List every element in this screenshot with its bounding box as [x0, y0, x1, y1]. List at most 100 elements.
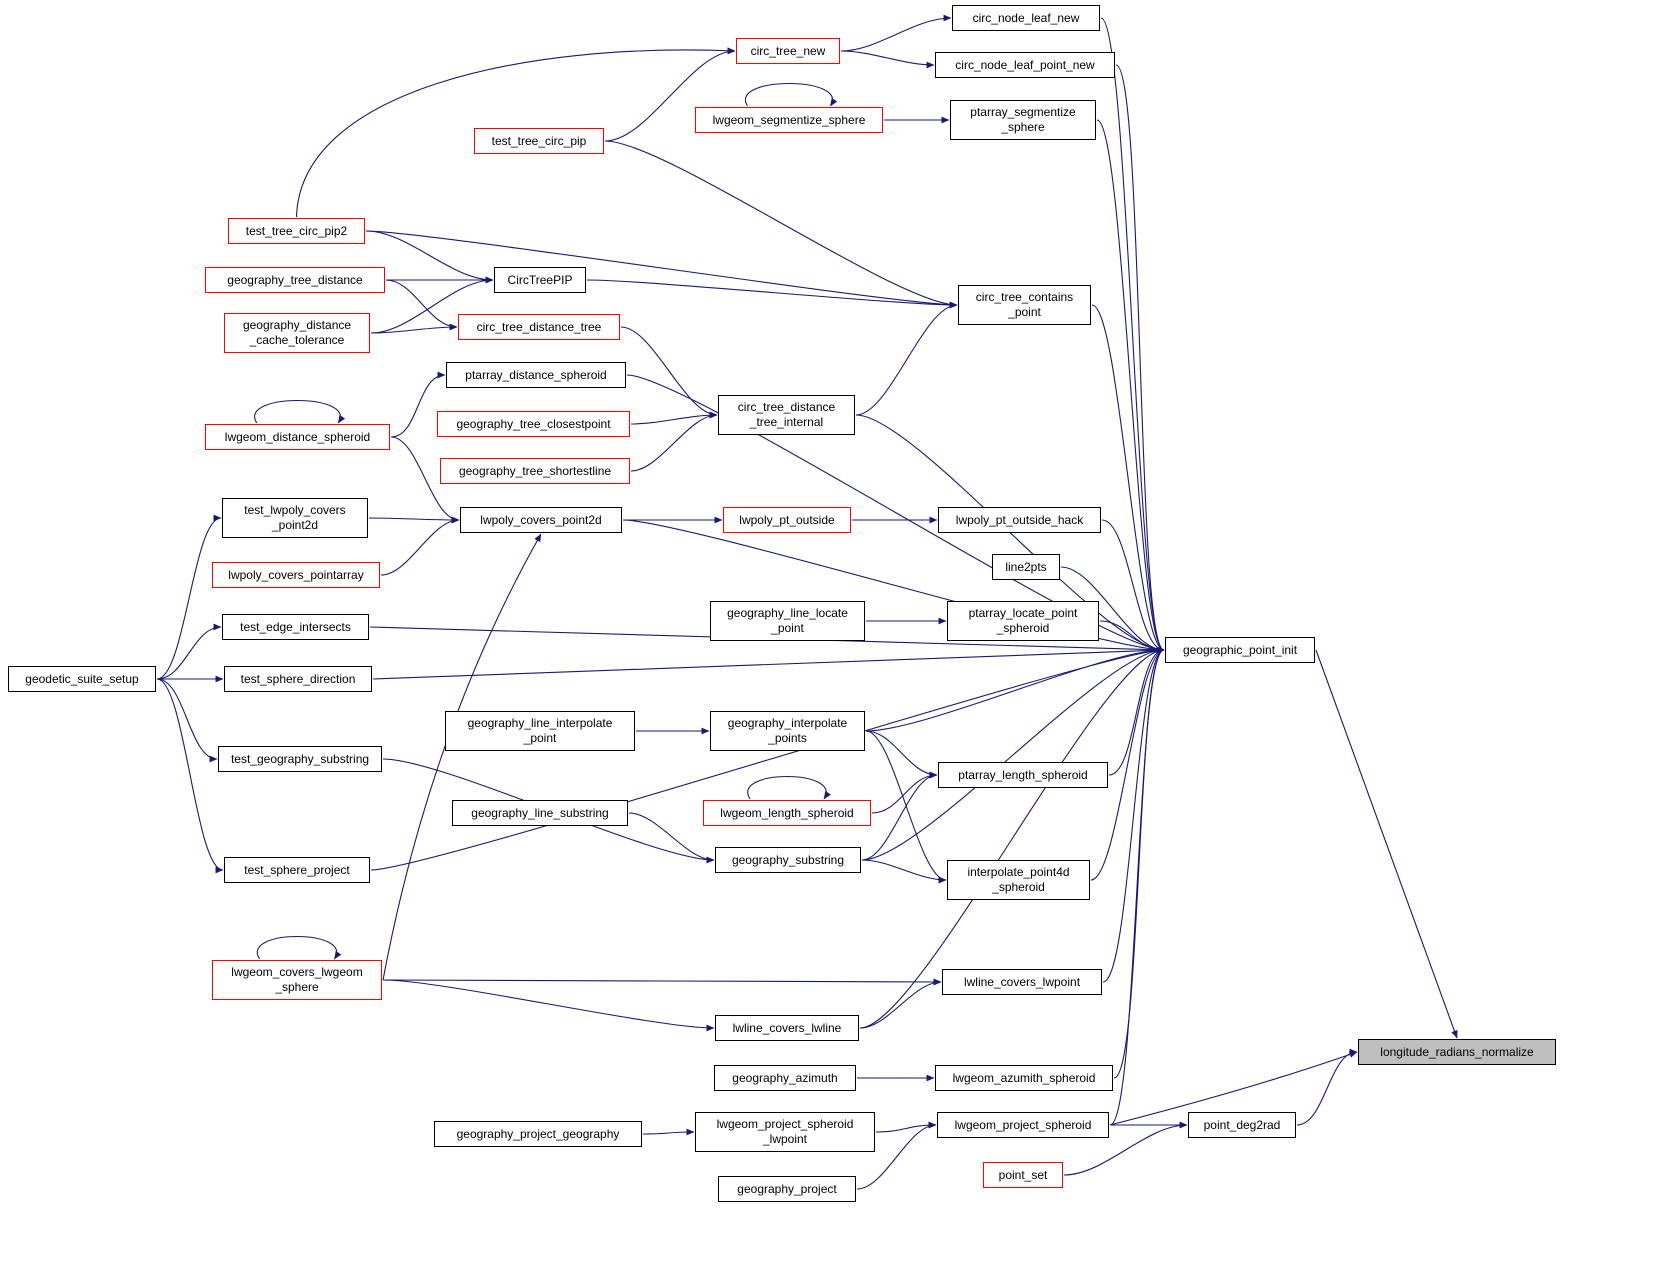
node-point_set[interactable]: point_set — [983, 1162, 1063, 1188]
node-lwgeom_project_spheroid[interactable]: lwgeom_project_spheroid — [937, 1112, 1109, 1138]
node-label: geography_tree_distance — [227, 272, 363, 287]
node-circ_tree_distance_tree[interactable]: circ_tree_distance_tree — [458, 314, 620, 340]
edge-test_tree_circ_pip2-to-CircTreePIP — [365, 230, 494, 284]
node-geodetic_suite_setup[interactable]: geodetic_suite_setup — [8, 666, 156, 692]
node-test_tree_circ_pip[interactable]: test_tree_circ_pip — [474, 128, 604, 154]
edge-test_sphere_project-to-geographic_point_init — [370, 646, 1165, 871]
node-geographic_point_init[interactable]: geographic_point_init — [1165, 637, 1315, 663]
node-label: ptarray_length_spheroid — [958, 767, 1088, 782]
node-circ_node_leaf_new[interactable]: circ_node_leaf_new — [952, 5, 1100, 31]
node-label: geography_project — [737, 1181, 837, 1196]
edge-test_tree_circ_pip-to-circ_tree_contains_point — [604, 140, 958, 309]
edge-geography_substring-to-ptarray_length_spheroid — [861, 771, 938, 861]
node-ptarray_distance_spheroid[interactable]: ptarray_distance_spheroid — [446, 362, 626, 388]
node-label: _sphere — [275, 980, 319, 994]
edge-circ_tree_contains_point-to-geographic_point_init — [1091, 304, 1165, 654]
node-lwline_covers_lwline[interactable]: lwline_covers_lwline — [715, 1015, 859, 1041]
node-circ_tree_new[interactable]: circ_tree_new — [736, 38, 840, 64]
node-interpolate_point4d_spheroid[interactable]: interpolate_point4d_spheroid — [947, 860, 1090, 900]
node-label: _spheroid — [992, 880, 1045, 894]
node-lwgeom_azumith_spheroid[interactable]: lwgeom_azumith_spheroid — [935, 1065, 1113, 1091]
node-lwpoly_pt_outside[interactable]: lwpoly_pt_outside — [723, 507, 851, 533]
edge-lwpoly_covers_pointarray-to-lwpoly_covers_point2d — [380, 516, 460, 576]
node-geography_distance_cache_tolerance[interactable]: geography_distance_cache_tolerance — [224, 313, 370, 353]
edge-ptarray_distance_spheroid-to-geographic_point_init — [626, 374, 1165, 654]
edge-point_set-to-point_deg2rad — [1063, 1121, 1188, 1176]
node-circ_tree_contains_point[interactable]: circ_tree_contains_point — [958, 285, 1091, 325]
node-lwgeom_project_spheroid_lwpoint[interactable]: lwgeom_project_spheroid_lwpoint — [695, 1112, 875, 1152]
node-label: _lwpoint — [762, 1132, 808, 1146]
node-lwgeom_segmentize_sphere[interactable]: lwgeom_segmentize_sphere — [695, 107, 883, 133]
node-test_lwpoly_covers_point2d[interactable]: test_lwpoly_covers_point2d — [222, 498, 368, 538]
node-geography_project[interactable]: geography_project — [718, 1176, 856, 1202]
node-test_sphere_direction[interactable]: test_sphere_direction — [224, 666, 372, 692]
node-geography_line_interpolate_point[interactable]: geography_line_interpolate_point — [445, 711, 635, 751]
node-ptarray_length_spheroid[interactable]: ptarray_length_spheroid — [938, 762, 1108, 788]
node-test_edge_intersects[interactable]: test_edge_intersects — [222, 614, 369, 640]
node-label: lwpoly_pt_outside — [739, 512, 835, 527]
node-ptarray_locate_point_spheroid[interactable]: ptarray_locate_point_spheroid — [947, 601, 1099, 641]
node-lwpoly_pt_outside_hack[interactable]: lwpoly_pt_outside_hack — [938, 507, 1101, 533]
node-geography_tree_closestpoint[interactable]: geography_tree_closestpoint — [437, 411, 630, 437]
node-label: geography_azimuth — [732, 1070, 838, 1085]
node-lwpoly_covers_pointarray[interactable]: lwpoly_covers_pointarray — [212, 562, 380, 588]
node-circ_tree_distance_tree_internal[interactable]: circ_tree_distance_tree_internal — [718, 395, 855, 435]
node-circ_node_leaf_point_new[interactable]: circ_node_leaf_point_new — [935, 52, 1115, 78]
node-label: circ_tree_new — [750, 43, 826, 58]
node-label: lwpoly_pt_outside_hack — [955, 512, 1084, 527]
edge-lwgeom_project_spheroid_lwpoint-to-lwgeom_project_spheroid — [875, 1121, 937, 1133]
node-geography_tree_distance[interactable]: geography_tree_distance — [205, 267, 385, 293]
node-lwgeom_covers_lwgeom_sphere[interactable]: lwgeom_covers_lwgeom_sphere — [212, 960, 382, 1000]
node-label: lwline_covers_lwpoint — [963, 974, 1081, 989]
edge-test_tree_circ_pip2-to-circ_tree_new — [295, 47, 736, 218]
edge-lwgeom_project_spheroid-to-geographic_point_init — [1109, 646, 1165, 1126]
edge-lwgeom_length_spheroid-to-ptarray_length_spheroid — [871, 771, 938, 814]
node-lwpoly_covers_point2d[interactable]: lwpoly_covers_point2d — [460, 507, 622, 533]
node-CircTreePIP[interactable]: CircTreePIP — [494, 267, 586, 293]
edge-circ_node_leaf_point_new-to-geographic_point_init — [1115, 64, 1165, 654]
node-lwline_covers_lwpoint[interactable]: lwline_covers_lwpoint — [942, 969, 1102, 995]
node-label: geography_line_interpolate — [467, 716, 613, 730]
node-geography_line_locate_point[interactable]: geography_line_locate_point — [710, 601, 865, 641]
node-label: geography_interpolate — [727, 716, 848, 730]
edge-interpolate_point4d_spheroid-to-geographic_point_init — [1090, 646, 1165, 881]
node-geography_project_geography[interactable]: geography_project_geography — [434, 1121, 642, 1147]
node-test_tree_circ_pip2[interactable]: test_tree_circ_pip2 — [228, 218, 365, 244]
node-ptarray_segmentize_sphere[interactable]: ptarray_segmentize_sphere — [950, 100, 1096, 140]
node-label: _sphere — [1001, 120, 1045, 134]
node-point_deg2rad[interactable]: point_deg2rad — [1188, 1112, 1296, 1138]
edge-geodetic_suite_setup-to-test_lwpoly_covers_point2d — [156, 514, 222, 680]
node-label: _tree_internal — [749, 415, 824, 429]
node-geography_interpolate_points[interactable]: geography_interpolate_points — [710, 711, 865, 751]
edge-test_lwpoly_covers_point2d-to-lwpoly_covers_point2d — [368, 516, 460, 524]
node-geography_azimuth[interactable]: geography_azimuth — [714, 1065, 856, 1091]
node-geography_substring[interactable]: geography_substring — [715, 847, 861, 873]
node-label: point_deg2rad — [1203, 1117, 1281, 1132]
node-line2pts[interactable]: line2pts — [992, 554, 1060, 580]
node-label: lwgeom_length_spheroid — [720, 805, 854, 820]
edge-ptarray_locate_point_spheroid-to-geographic_point_init — [1099, 620, 1165, 654]
edge-geography_interpolate_points-to-ptarray_length_spheroid — [865, 730, 938, 779]
node-label: test_sphere_direction — [240, 671, 356, 686]
node-label: _point — [1008, 305, 1041, 319]
node-label: _point2d — [271, 518, 319, 532]
edge-test_sphere_direction-to-geographic_point_init — [372, 646, 1165, 680]
node-test_geography_substring[interactable]: test_geography_substring — [218, 746, 382, 772]
node-label: test_tree_circ_pip — [491, 133, 587, 148]
edge-CircTreePIP-to-circ_tree_contains_point — [586, 279, 958, 309]
node-lwgeom_length_spheroid[interactable]: lwgeom_length_spheroid — [703, 800, 871, 826]
node-lwgeom_distance_spheroid[interactable]: lwgeom_distance_spheroid — [205, 424, 390, 450]
node-label: geographic_point_init — [1182, 642, 1298, 657]
edge-test_tree_circ_pip2-to-circ_tree_contains_point — [365, 230, 958, 309]
edge-geodetic_suite_setup-to-test_geography_substring — [156, 678, 218, 763]
node-label: _point — [523, 731, 557, 745]
node-label: circ_tree_distance — [737, 400, 836, 414]
node-label: ptarray_segmentize — [970, 105, 1076, 119]
edge-geography_tree_shortestline-to-circ_tree_distance_tree_internal — [630, 411, 718, 472]
node-geography_tree_shortestline[interactable]: geography_tree_shortestline — [440, 458, 630, 484]
node-label: longitude_radians_normalize — [1380, 1044, 1534, 1059]
node-test_sphere_project[interactable]: test_sphere_project — [224, 857, 370, 883]
edge-geography_tree_distance-to-circ_tree_distance_tree — [385, 279, 458, 331]
node-geography_line_substring[interactable]: geography_line_substring — [452, 800, 628, 826]
node-label: test_edge_intersects — [240, 619, 351, 634]
